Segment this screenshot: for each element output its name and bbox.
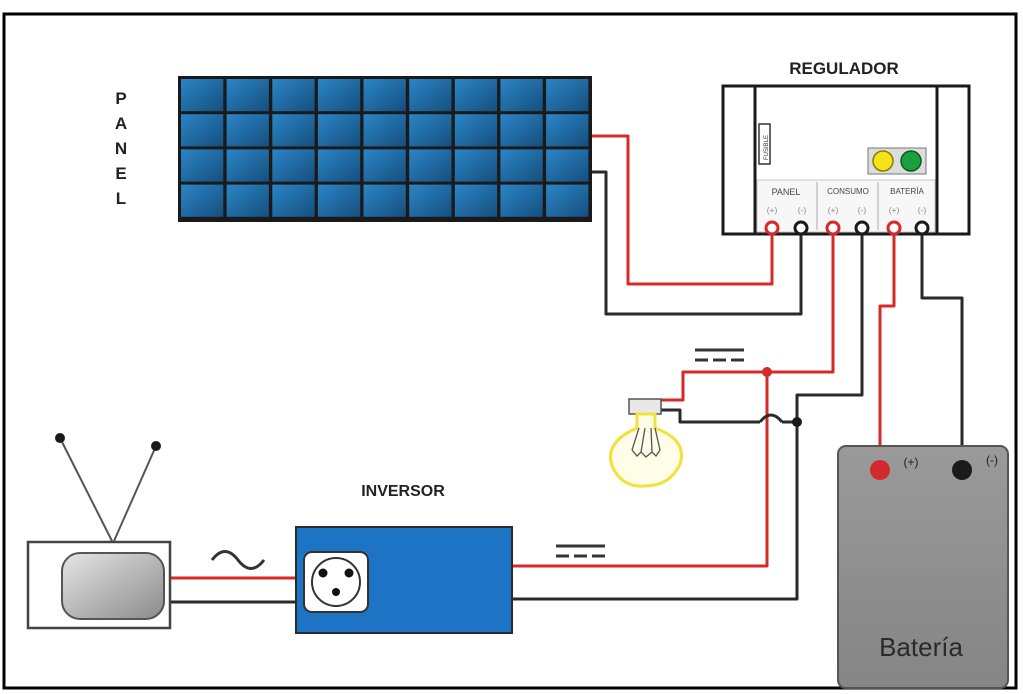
solar-cell: [454, 184, 498, 217]
bateria-label: Batería: [879, 632, 963, 662]
solar-cell: [181, 114, 224, 147]
svg-text:P: P: [115, 89, 126, 108]
junction-positive: [762, 367, 772, 377]
solar-cell: [226, 79, 269, 112]
solar-cell: [317, 114, 361, 147]
fuse-label: FUSIBLE: [764, 135, 770, 160]
panel-vertical-label: P A N E L: [115, 89, 127, 208]
regulator: FUSIBLE PANEL CONSUMO BATERÍA (+) (-) (+…: [721, 84, 971, 236]
solar-cell: [454, 149, 498, 182]
solar-cell: [409, 114, 452, 147]
solar-cell: [226, 114, 269, 147]
inversor-label: INVERSOR: [361, 483, 445, 500]
junction-negative: [792, 417, 802, 427]
svg-text:(+): (+): [828, 205, 839, 215]
wire-consumo-negative: [795, 228, 864, 422]
terminal-group-panel: PANEL: [772, 187, 801, 197]
solar-cell: [363, 184, 406, 217]
solar-cell: [409, 79, 452, 112]
wire-bateria-negative: [920, 228, 964, 470]
solar-cell: [181, 149, 224, 182]
ac-wave-icon: [210, 550, 266, 570]
light-bulb-icon: [609, 398, 683, 488]
svg-text:(+): (+): [889, 205, 900, 215]
wire-bateria-positive: [878, 228, 896, 470]
tv-icon: [26, 433, 172, 630]
solar-cell: [500, 184, 543, 217]
solar-cell: [317, 184, 361, 217]
solar-cell: [409, 184, 452, 217]
solar-cell: [272, 79, 315, 112]
battery-minus-label: (-): [986, 453, 998, 467]
solar-cell: [272, 184, 315, 217]
wiring: [170, 134, 964, 604]
solar-cell: [363, 149, 406, 182]
solar-cell: [409, 149, 452, 182]
solar-cell: [546, 114, 589, 147]
solar-cell: [272, 114, 315, 147]
solar-cell: [546, 184, 589, 217]
fuse-icon: [758, 123, 771, 165]
svg-text:(-): (-): [798, 205, 807, 215]
solar-cell: [500, 114, 543, 147]
dc-symbol-icon: [695, 348, 744, 362]
inverter: [295, 526, 513, 634]
wire-consumo-positive: [767, 228, 835, 374]
svg-text:(-): (-): [858, 205, 867, 215]
solar-cell: [454, 114, 498, 147]
solar-cell: [181, 184, 224, 217]
led-green-icon: [900, 150, 922, 172]
wire-panel-positive: [592, 134, 774, 286]
solar-cell: [226, 149, 269, 182]
solar-cell: [181, 79, 224, 112]
regulador-label: REGULADOR: [789, 59, 899, 78]
svg-text:A: A: [115, 114, 127, 133]
terminal-group-bateria: BATERÍA: [890, 187, 924, 196]
battery-plus-label: (+): [904, 455, 919, 469]
svg-text:(+): (+): [767, 205, 778, 215]
solar-cell: [500, 149, 543, 182]
solar-cell: [363, 79, 406, 112]
led-yellow-icon: [872, 150, 894, 172]
svg-text:N: N: [115, 139, 127, 158]
dc-symbol-icon: [556, 544, 605, 558]
wire-panel-negative: [592, 170, 803, 316]
svg-text:L: L: [116, 189, 126, 208]
solar-cell: [500, 79, 543, 112]
outlet-icon: [303, 551, 369, 613]
solar-cell: [226, 184, 269, 217]
solar-cell: [454, 79, 498, 112]
solar-cell: [272, 149, 315, 182]
solar-cell: [317, 79, 361, 112]
solar-panel-icon: [178, 76, 592, 222]
regulator-terminals: [764, 220, 930, 236]
solar-cell: [546, 79, 589, 112]
svg-text:(-): (-): [918, 205, 927, 215]
solar-cell: [363, 114, 406, 147]
svg-text:E: E: [115, 164, 126, 183]
diagram-frame: [2, 12, 1018, 690]
battery-icon: (+) (-) Batería: [837, 445, 1009, 689]
terminal-group-consumo: CONSUMO: [827, 187, 869, 196]
solar-cell: [546, 149, 589, 182]
solar-cell: [317, 149, 361, 182]
